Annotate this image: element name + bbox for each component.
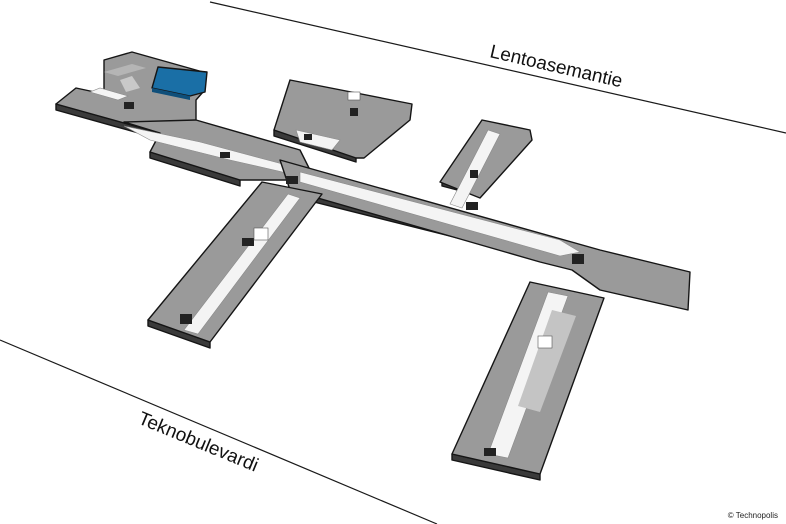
building-north-block [273, 79, 413, 163]
map-credit: © Technopolis [727, 511, 778, 520]
building-main-spine [279, 159, 691, 311]
building-west-corridor [123, 119, 311, 187]
building-northeast-wing [439, 119, 533, 209]
building-southeast-wing [451, 281, 605, 481]
building-southwest-wing [147, 181, 323, 349]
highlighted-room[interactable] [151, 66, 208, 97]
road-lentoasemantie-edge [209, 1, 786, 134]
street-label-north: Lentoasemantie [488, 41, 624, 92]
road-teknobulevardi-edge [0, 339, 438, 524]
